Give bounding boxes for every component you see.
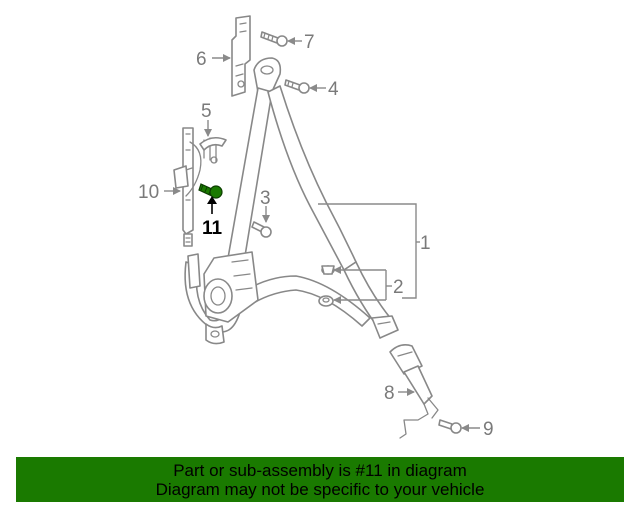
callout-11-highlighted: 11 (202, 218, 223, 239)
callout-6: 6 (196, 49, 207, 70)
seat-belt-parts-diagram: 1 2 3 4 5 6 7 8 9 10 11 (138, 15, 494, 440)
callout-10: 10 (138, 182, 159, 203)
info-banner: Part or sub-assembly is #11 in diagram D… (16, 457, 624, 502)
banner-line-disclaimer: Diagram may not be specific to your vehi… (155, 480, 485, 499)
part-5-belt-guide-clip (199, 136, 227, 164)
part-7-bolt (260, 31, 288, 47)
part-8-buckle-assembly (389, 344, 439, 439)
callout-labels: 1 2 3 4 5 6 7 8 9 10 11 (138, 32, 494, 440)
part-9-bolt (438, 419, 462, 434)
callout-9: 9 (483, 419, 494, 440)
retractor-assembly (187, 251, 259, 345)
banner-line-part-reference: Part or sub-assembly is #11 in diagram (173, 461, 467, 480)
part-6-upper-anchor-plate (231, 15, 251, 97)
part-2-stopper-buttons (318, 265, 335, 307)
part-11-bolt-highlighted (198, 183, 223, 199)
belt-tongue-plate (371, 315, 399, 339)
seat-belt-webbing (184, 85, 393, 333)
callout-5: 5 (201, 101, 212, 122)
callout-2: 2 (393, 277, 404, 298)
part-10-height-adjuster (173, 127, 202, 247)
callout-7: 7 (304, 32, 315, 53)
part-4-bolt (284, 79, 310, 94)
part-3-bolt (251, 221, 272, 238)
callout-8: 8 (384, 383, 395, 404)
callout-4: 4 (328, 79, 339, 100)
callout-1: 1 (420, 233, 431, 254)
shoulder-belt-guide (253, 57, 282, 97)
leader-lines (164, 37, 480, 432)
callout-3: 3 (260, 188, 271, 209)
